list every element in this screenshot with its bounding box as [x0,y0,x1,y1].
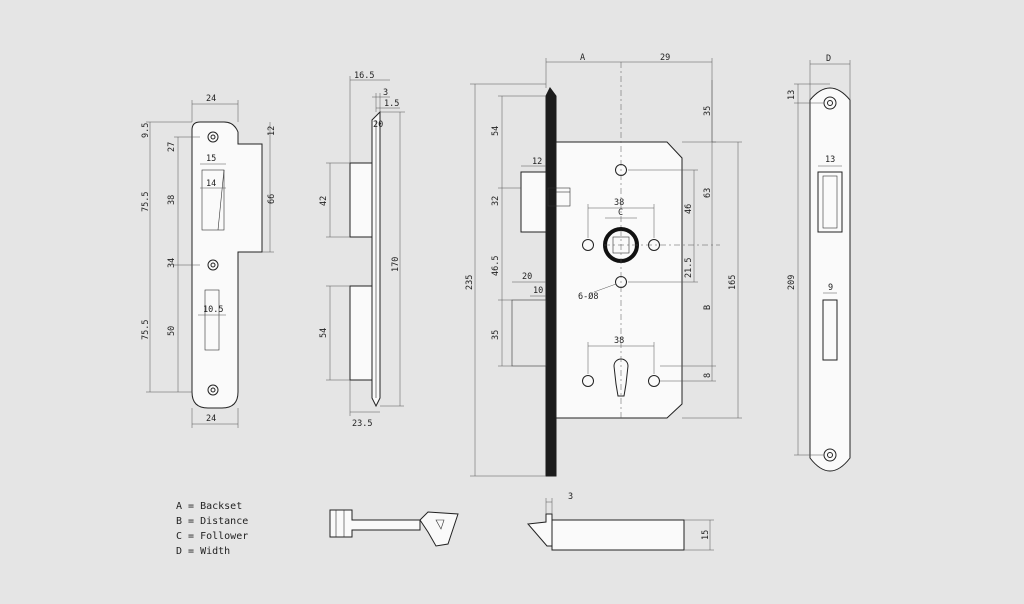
strike-dim-12: 12 [267,126,277,136]
bolt-dim-16-5: 16.5 [354,71,374,81]
legend-item-c: C = Follower [176,531,248,542]
body-dim-32: 32 [491,196,501,206]
body-dim-38-top: 38 [614,198,624,208]
body-dim-20: 20 [522,272,532,282]
body-dim-10: 10 [533,286,543,296]
latch-detail-view: 3 15 [527,492,714,551]
strike-dim-50: 50 [167,326,177,336]
latch-dim-3: 3 [568,492,573,502]
body-dim-54: 54 [491,126,501,136]
bolt-dim-54: 54 [319,328,329,338]
legend-item-d: D = Width [176,546,230,557]
body-dim-35-bottom: 35 [491,330,501,340]
bolt-dim-42: 42 [319,196,329,206]
strike-plate-view: 24 9.5 27 12 15 14 38 66 75.5 34 10.5 50… [141,94,277,428]
strike-dim-75-5-top: 75.5 [141,192,151,212]
bolt-dim-170: 170 [391,257,401,272]
strike-dim-15: 15 [206,154,216,164]
bolt-dim-23-5: 23.5 [352,419,372,429]
strike-dim-38: 38 [167,195,177,205]
latch-dim-15: 15 [701,530,711,540]
body-dim-6-holes: 6-Ø8 [578,291,598,302]
bolt-dim-3: 3 [383,88,388,98]
body-dim-29: 29 [660,53,670,63]
strike-dim-66: 66 [267,194,277,204]
strike-dim-34: 34 [167,258,177,268]
lock-body-view: A 29 54 12 35 38 C 46 63 32 235 46.5 20 … [465,53,742,477]
body-dim-46: 46 [684,204,694,214]
bolt-dim-1-5: 1.5 [384,99,399,109]
body-dim-35-top: 35 [703,106,713,116]
bolt-dim-20: 20 [373,120,383,130]
body-dim-8: 8 [703,373,713,378]
body-dim-235: 235 [465,275,475,290]
face-dim-13-top: 13 [787,90,797,100]
strike-dim-24-bottom: 24 [206,414,216,424]
legend-item-a: A = Backset [176,501,242,512]
face-dim-9: 9 [828,283,833,293]
body-dim-A: A [580,53,585,63]
body-dim-38-bottom: 38 [614,336,624,346]
strike-dim-14: 14 [206,179,216,189]
body-dim-63: 63 [703,188,713,198]
key-drawing [329,509,459,547]
bolt-profile-view: 16.5 3 1.5 20 42 170 54 23.5 [319,71,405,429]
face-dim-D: D [826,54,831,64]
body-dim-46-5: 46.5 [491,256,501,276]
face-dim-209: 209 [787,275,797,290]
legend: A = Backset B = Distance C = Follower D … [176,501,248,557]
face-plate-view: D 13 13 209 9 [787,54,851,472]
legend-item-b: B = Distance [176,516,248,527]
strike-dim-27: 27 [167,142,177,152]
body-dim-12: 12 [532,157,542,167]
body-dim-165: 165 [728,275,738,290]
strike-dim-24-top: 24 [206,94,216,104]
strike-dim-75-5-bottom: 75.5 [141,320,151,340]
body-dim-B: B [703,305,713,310]
body-dim-21-5: 21.5 [684,258,694,278]
body-dim-C: C [618,208,623,218]
strike-dim-10-5: 10.5 [203,305,223,315]
strike-dim-9-5: 9.5 [141,123,151,138]
face-dim-13-slot: 13 [825,155,835,165]
